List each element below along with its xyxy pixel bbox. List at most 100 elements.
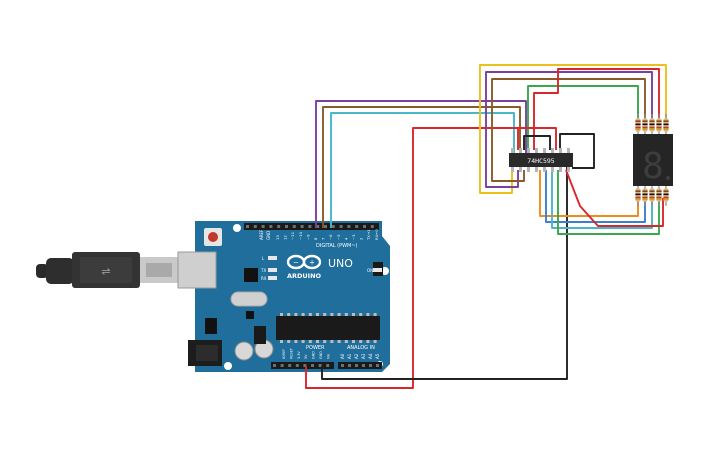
resistor[interactable] <box>642 184 648 206</box>
usb-b-port[interactable] <box>177 251 217 289</box>
header-pin[interactable] <box>331 225 335 228</box>
wire-brown-pin7[interactable] <box>322 106 521 228</box>
chip-pin[interactable] <box>559 166 562 172</box>
wire-purple-pin8[interactable] <box>315 100 527 228</box>
power-pin-label: RESET <box>289 347 293 359</box>
chip-pin[interactable] <box>567 148 570 154</box>
header-pin[interactable] <box>246 225 249 228</box>
chip-pin[interactable] <box>543 166 546 172</box>
chip-pin[interactable] <box>543 148 546 154</box>
shift-register-chip[interactable]: 74HC595 <box>509 148 573 172</box>
power-header-pin[interactable] <box>280 364 284 367</box>
power-header-pin[interactable] <box>326 364 330 367</box>
header-pin[interactable] <box>285 225 288 228</box>
wire-blue[interactable] <box>545 170 646 223</box>
wire-purple-seg[interactable] <box>485 71 653 188</box>
wire-yellow[interactable] <box>479 64 667 194</box>
wire-red-5v[interactable] <box>305 127 557 389</box>
digital-pin-label: 12 <box>283 235 288 240</box>
power-header-pin[interactable] <box>311 364 314 367</box>
wire-red-seg[interactable] <box>533 68 660 150</box>
header-pin[interactable] <box>324 225 327 228</box>
wire-orange[interactable] <box>539 170 639 217</box>
chip-pin[interactable] <box>535 148 538 154</box>
header-pin[interactable] <box>292 225 296 228</box>
resistor[interactable] <box>663 184 669 206</box>
wire-black-loop-b[interactable] <box>559 133 595 169</box>
power-header-pin[interactable] <box>288 364 292 367</box>
header-pin[interactable] <box>339 225 343 228</box>
chip-pin[interactable] <box>527 148 530 154</box>
power-header-pin[interactable] <box>295 364 299 367</box>
reset-button[interactable] <box>208 232 218 242</box>
chip-pin[interactable] <box>535 166 538 172</box>
header-pin[interactable] <box>269 225 273 228</box>
header-pin[interactable] <box>261 225 265 228</box>
header-pin[interactable] <box>253 225 257 228</box>
capacitor <box>234 341 254 361</box>
model-label: UNO <box>328 257 353 270</box>
analog-header-pin[interactable] <box>362 364 365 367</box>
resistor[interactable] <box>656 184 662 206</box>
resistor[interactable] <box>642 114 648 136</box>
header-pin[interactable] <box>316 225 320 228</box>
resistor[interactable] <box>663 114 669 136</box>
wire-red-common[interactable] <box>565 169 664 227</box>
header-pin[interactable] <box>300 225 304 228</box>
chip-pin[interactable] <box>551 166 554 172</box>
analog-header-pin[interactable] <box>355 364 358 367</box>
power-pin-label: GND <box>319 351 323 359</box>
digital-pin-label: ~9 <box>305 234 310 240</box>
analog-header[interactable] <box>338 362 382 369</box>
wire-teal-pin6[interactable] <box>330 112 515 228</box>
digital-pin-label: RX←0 <box>374 229 379 240</box>
power-header-pin[interactable] <box>303 364 307 367</box>
analog-header-pin[interactable] <box>376 364 379 367</box>
header-pin[interactable] <box>370 225 374 228</box>
wire-black-gnd[interactable] <box>321 167 568 380</box>
resistor[interactable] <box>635 184 641 206</box>
power-pin-label: GND <box>312 351 316 359</box>
chip-pin[interactable] <box>519 148 522 154</box>
header-pin[interactable] <box>347 225 351 228</box>
bottom-pin-row <box>273 364 379 367</box>
chip-pin[interactable] <box>567 166 570 172</box>
analog-header-pin[interactable] <box>341 364 344 367</box>
chip-pin[interactable] <box>511 148 514 154</box>
resistor[interactable] <box>656 114 662 136</box>
led-l <box>268 256 277 260</box>
power-label: POWER <box>306 345 325 351</box>
header-pin[interactable] <box>363 225 366 228</box>
chip-pin[interactable] <box>527 166 530 172</box>
wire-black-loop-a[interactable] <box>523 135 551 150</box>
header-pin[interactable] <box>355 225 359 228</box>
header-pin[interactable] <box>308 225 312 228</box>
usb-cable[interactable]: ⇌ <box>36 252 178 288</box>
power-header-pin[interactable] <box>273 364 276 367</box>
wire-green-low[interactable] <box>557 170 660 235</box>
wire-red-short[interactable] <box>517 127 530 150</box>
resistor[interactable] <box>649 184 655 206</box>
chip-pin[interactable] <box>559 148 562 154</box>
wire-brown-seg[interactable] <box>491 78 646 182</box>
resistor[interactable] <box>649 114 655 136</box>
chip-pin[interactable] <box>519 166 522 172</box>
wire-green-high[interactable] <box>527 85 639 150</box>
smd-part <box>246 311 254 319</box>
power-header-pin[interactable] <box>318 364 322 367</box>
resistor[interactable] <box>635 114 641 136</box>
chip-pin[interactable] <box>551 148 554 154</box>
analog-header-pin[interactable] <box>369 364 372 367</box>
wire-teal-seg[interactable] <box>551 170 653 229</box>
power-header[interactable] <box>271 362 334 369</box>
header-pin[interactable] <box>277 225 281 228</box>
analog-pin-label: A2 <box>354 353 359 359</box>
seven-segment-display[interactable]: 8 <box>633 134 673 187</box>
chip-pin[interactable] <box>511 166 514 172</box>
svg-text:−: − <box>293 259 299 267</box>
analog-header-pin[interactable] <box>348 364 351 367</box>
digital-header[interactable] <box>244 223 379 230</box>
